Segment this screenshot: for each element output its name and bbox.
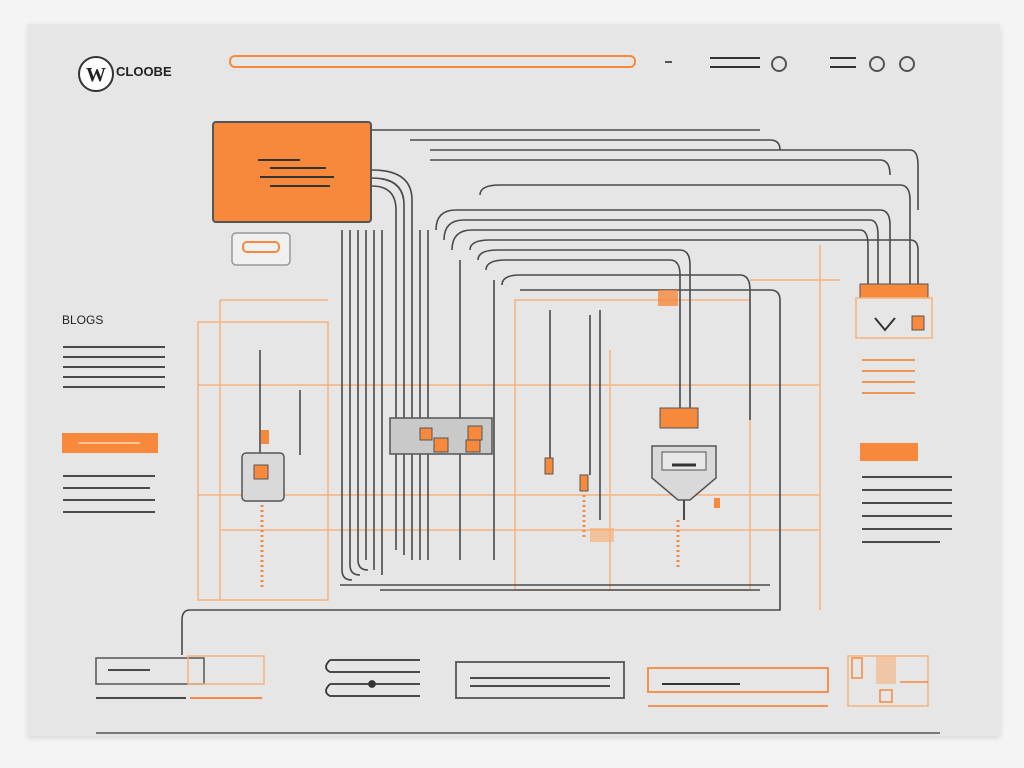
- right-sidebar-widget[interactable]: [855, 283, 933, 394]
- sidebar-text-lines-1: [63, 346, 165, 388]
- orange-device-box[interactable]: [212, 121, 372, 266]
- sidebar-text-lines-2: [63, 475, 155, 513]
- sidebar-section-title: BLOGS: [62, 313, 104, 327]
- search-bar[interactable]: [229, 55, 636, 68]
- footer-device-icon[interactable]: [847, 655, 929, 707]
- right-text-lines: [862, 476, 952, 543]
- wordpress-glyph-icon: W: [86, 64, 106, 86]
- left-plug-connector[interactable]: [241, 350, 301, 590]
- center-connector-block[interactable]: [389, 417, 493, 455]
- svg-text:W: W: [86, 64, 106, 86]
- footer-menu[interactable]: [325, 659, 420, 697]
- wordpress-logo-icon[interactable]: W: [78, 56, 114, 92]
- right-plug-connector[interactable]: [651, 290, 720, 570]
- nav-menu-2[interactable]: [830, 56, 915, 72]
- right-orange-button[interactable]: [860, 443, 918, 461]
- brand-text: CLOOBE: [116, 64, 172, 79]
- footer-input-1[interactable]: [95, 655, 265, 699]
- canvas-panel: [28, 24, 1000, 736]
- nav-menu-1[interactable]: [710, 56, 787, 72]
- wire-bundle-center: [181, 129, 919, 655]
- footer-search-field[interactable]: [455, 661, 625, 699]
- orange-frame-lines: [197, 245, 840, 610]
- footer-orange-field[interactable]: [647, 667, 829, 707]
- mid-plug-connector[interactable]: [544, 310, 614, 542]
